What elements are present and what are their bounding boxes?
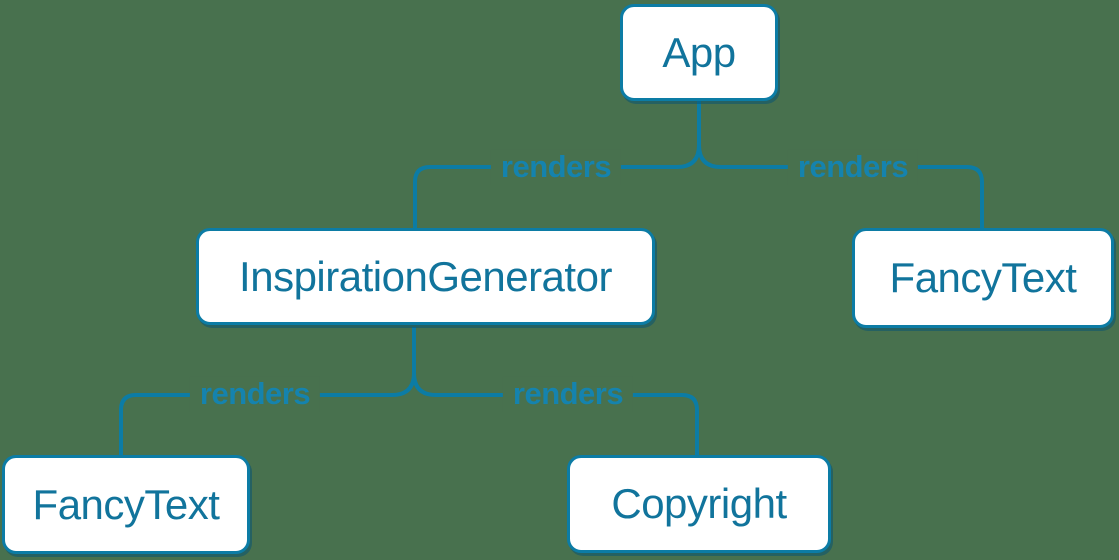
node-copyright-label: Copyright bbox=[611, 480, 787, 527]
node-fancy-text-top: FancyText bbox=[852, 228, 1114, 328]
edge-label-renders: renders bbox=[502, 376, 634, 412]
node-fancy-text-bottom-label: FancyText bbox=[32, 480, 220, 528]
edge-label-renders: renders bbox=[490, 149, 622, 185]
edge-label-renders: renders bbox=[189, 376, 321, 412]
node-copyright: Copyright bbox=[567, 455, 831, 553]
node-inspiration-generator-label: InspirationGenerator bbox=[239, 252, 612, 300]
node-fancy-text-bottom: FancyText bbox=[2, 455, 250, 554]
node-app: App bbox=[620, 4, 778, 101]
edge-label-renders: renders bbox=[787, 149, 919, 185]
node-inspiration-generator: InspirationGenerator bbox=[196, 228, 655, 325]
node-app-label: App bbox=[662, 28, 736, 76]
node-fancy-text-top-label: FancyText bbox=[889, 254, 1077, 301]
